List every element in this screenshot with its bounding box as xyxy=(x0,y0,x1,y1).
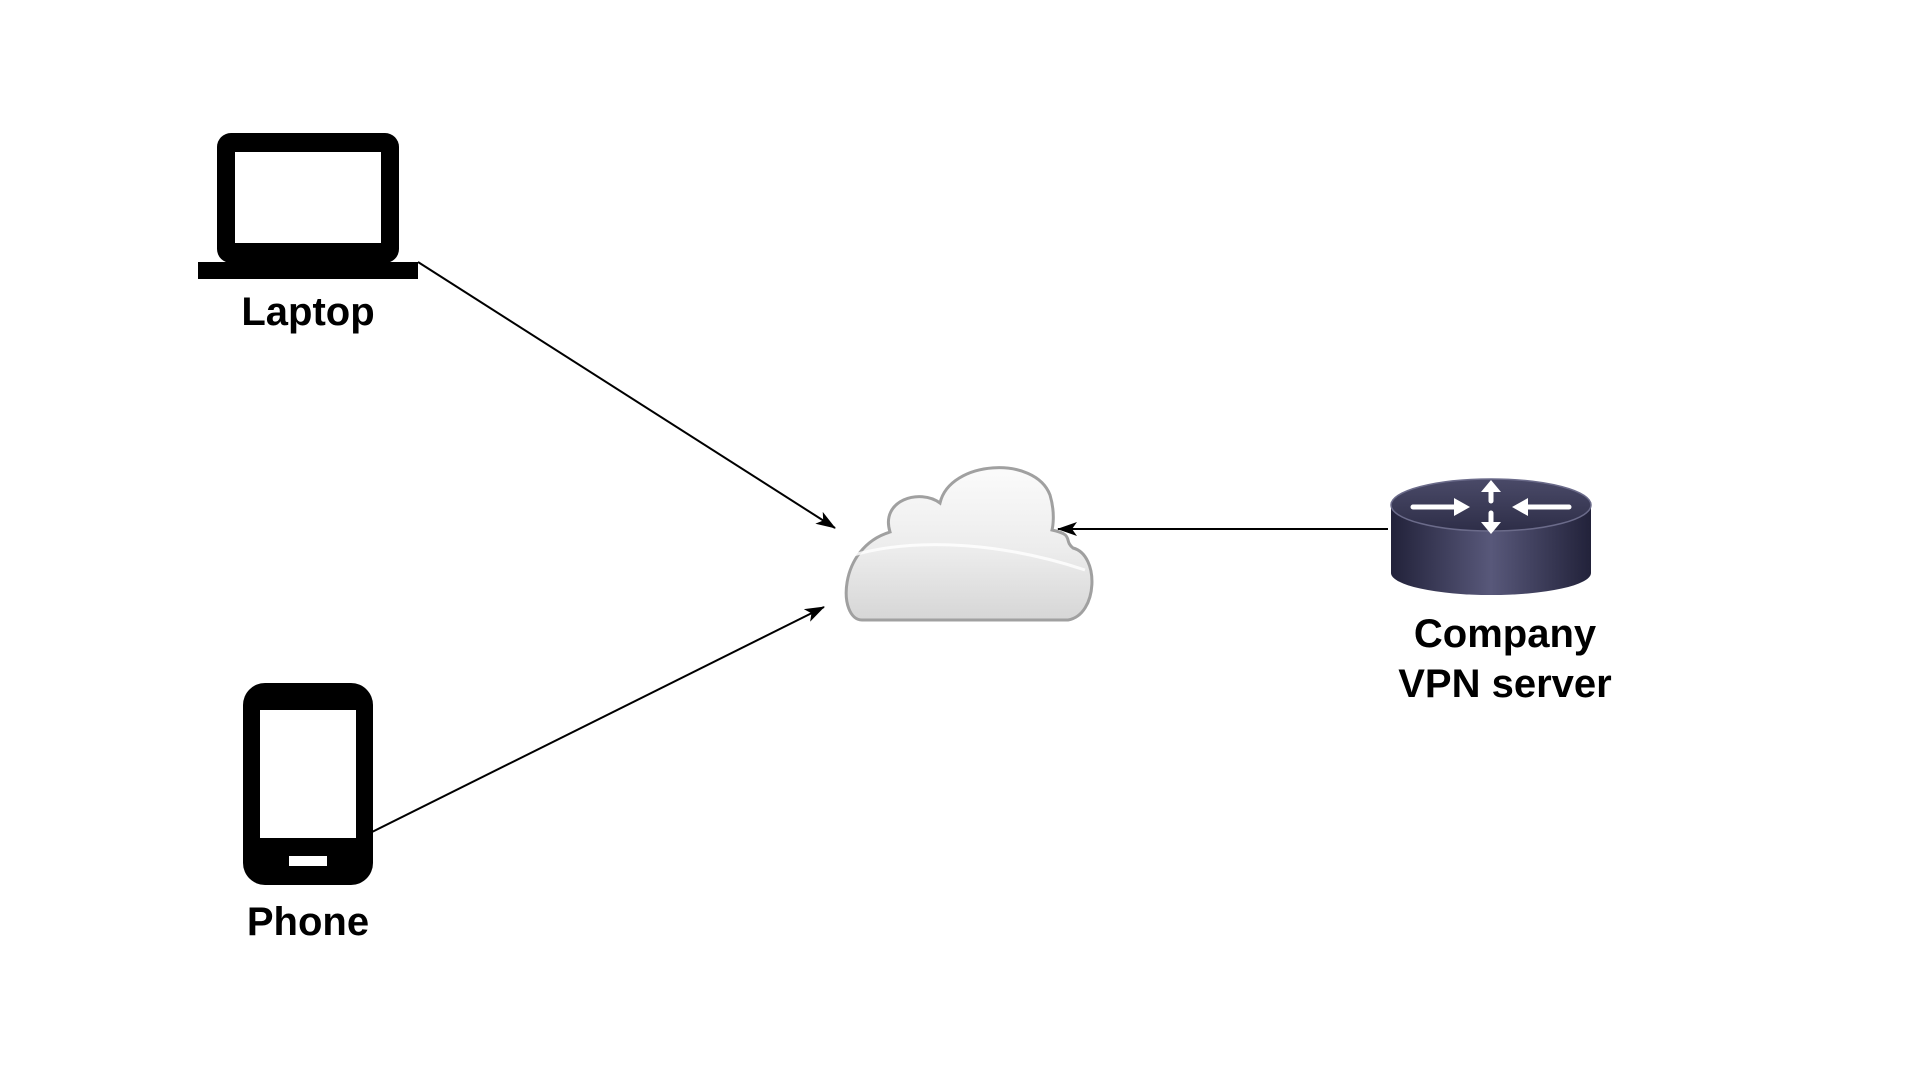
edge-phone-to-cloud xyxy=(371,606,825,833)
vpn-server-label-line1: Company xyxy=(1413,612,1597,656)
vpn-server-label-line2: VPN server xyxy=(1398,662,1612,706)
phone-label: Phone xyxy=(246,900,370,944)
edge-laptop-to-cloud xyxy=(417,261,836,529)
phone-icon xyxy=(243,683,373,885)
cloud-icon xyxy=(844,466,1094,622)
router-icon xyxy=(1390,478,1592,595)
vpn-server-label: Company VPN server xyxy=(1330,609,1680,709)
laptop-icon xyxy=(198,133,418,279)
laptop-label: Laptop xyxy=(241,290,375,334)
